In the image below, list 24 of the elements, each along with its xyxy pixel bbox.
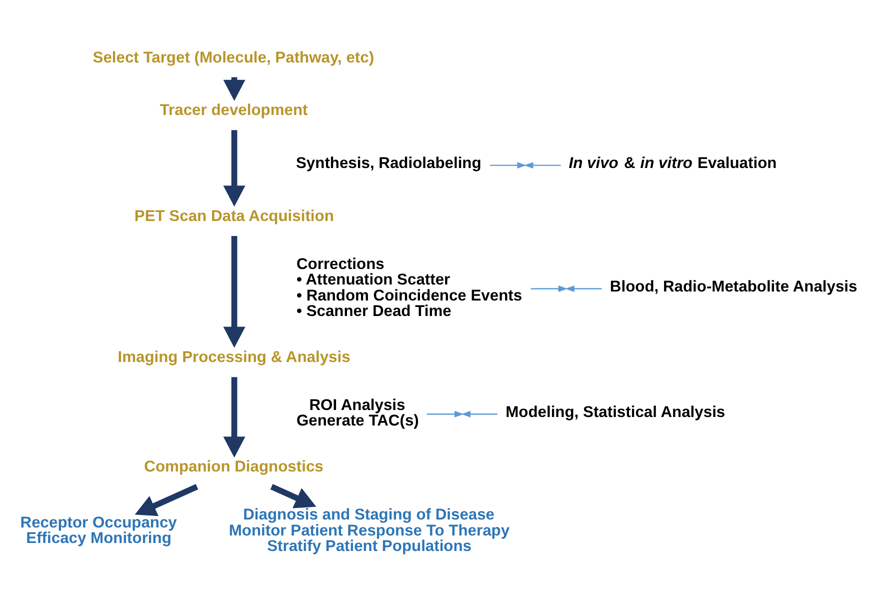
arrow <box>223 236 246 348</box>
arrow <box>270 484 316 508</box>
arrow <box>223 130 246 207</box>
arrow <box>134 484 198 516</box>
node-text: Synthesis, Radiolabeling <box>296 155 482 172</box>
arrow <box>524 162 561 169</box>
arrow <box>490 162 526 169</box>
node-text: Blood, Radio-Metabolite Analysis <box>610 278 858 296</box>
node-text: Receptor Occupancy Efficacy Monitoring <box>20 514 177 548</box>
node-text: Diagnosis and Staging of Disease Monitor Patient Response To Therapy Stratify Patient Populations <box>228 506 510 556</box>
node-text: Imaging Processing & Analysis <box>118 349 350 366</box>
arrow <box>530 286 568 292</box>
arrow <box>223 377 246 458</box>
node-text: Modeling, Statistical Analysis <box>506 404 726 421</box>
node-text: Corrections • Attenuation Scatter • Random Coincidence Events • Scanner Dead Time <box>296 256 522 320</box>
arrow <box>461 410 498 418</box>
node-text: Select Target (Molecule, Pathway, etc) <box>92 49 374 66</box>
arrow <box>426 410 464 418</box>
arrow <box>565 286 602 292</box>
node-text: In vivo & in vitro Evaluation <box>568 155 777 172</box>
node-text: PET Scan Data Acquisition <box>134 208 334 225</box>
node-text: Companion Diagnostics <box>144 458 324 476</box>
node-text: ROI Analysis Generate TAC(s) <box>296 397 419 430</box>
node-text: Tracer development <box>160 102 308 120</box>
